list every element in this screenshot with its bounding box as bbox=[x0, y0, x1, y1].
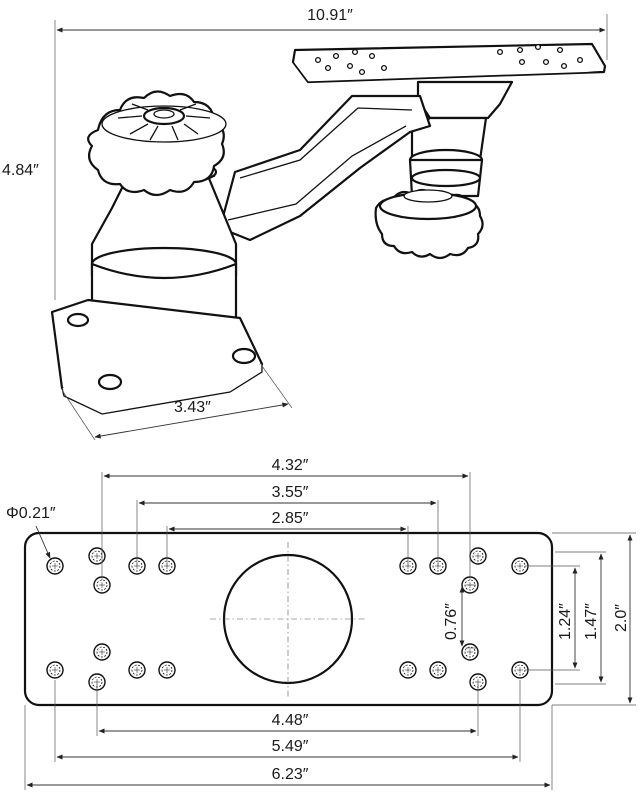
swing-arm bbox=[218, 94, 432, 242]
mounting-hole bbox=[511, 661, 529, 679]
dim-1-24-label: 1.24″ bbox=[557, 603, 574, 640]
dim-4-48-label: 4.48″ bbox=[272, 712, 309, 729]
dim-0-76-label: 0.76″ bbox=[443, 603, 460, 640]
perspective-view: 10.91″ 4.84″ bbox=[2, 7, 608, 441]
plate-view: Φ0.21″ 4.32″ 3.55″ 2.85″ 4.48″ 5.49″ 6.2… bbox=[6, 457, 636, 790]
dim-1-47-label: 1.47″ bbox=[583, 603, 600, 640]
large-knob bbox=[87, 90, 227, 197]
dim-2-0-label: 2.0″ bbox=[613, 604, 630, 632]
hole-diameter-label: Φ0.21″ bbox=[6, 505, 56, 522]
dim-4-32-label: 4.32″ bbox=[272, 457, 309, 474]
knob-spokes bbox=[117, 103, 211, 141]
dim-3-55-label: 3.55″ bbox=[272, 484, 309, 501]
flange-hole-right-front bbox=[231, 347, 257, 365]
base-ext-right bbox=[261, 365, 293, 409]
upper-swivel bbox=[408, 80, 514, 198]
mounting-hole bbox=[128, 661, 146, 679]
mounting-hole bbox=[46, 557, 64, 575]
mounting-hole bbox=[511, 557, 529, 575]
overall-width-label: 10.91″ bbox=[307, 7, 353, 24]
dim-6-23-label: 6.23″ bbox=[272, 766, 309, 783]
mounting-hole bbox=[93, 643, 111, 661]
mounting-hole bbox=[429, 661, 447, 679]
hole-diameter-leader bbox=[35, 525, 51, 559]
base-ext-left bbox=[61, 389, 96, 441]
mounting-hole bbox=[88, 547, 106, 565]
dim-2-85-label: 2.85″ bbox=[272, 510, 309, 527]
dim-5-49-label: 5.49″ bbox=[272, 738, 309, 755]
top-plate-holes bbox=[314, 43, 584, 76]
flange-hole-left-back bbox=[66, 312, 90, 328]
top-plate bbox=[291, 42, 607, 84]
mounting-hole bbox=[46, 661, 64, 679]
base-width-label: 3.43″ bbox=[174, 399, 211, 416]
mounting-hole bbox=[158, 661, 176, 679]
mounting-hole bbox=[461, 643, 479, 661]
overall-height-label: 4.84″ bbox=[2, 162, 39, 179]
mounting-hole bbox=[469, 547, 487, 565]
base-width-line bbox=[94, 402, 289, 439]
base-flange bbox=[50, 298, 264, 415]
mounting-hole bbox=[399, 661, 417, 679]
lower-knob bbox=[374, 188, 484, 260]
flange-hole-left-front bbox=[97, 373, 123, 391]
